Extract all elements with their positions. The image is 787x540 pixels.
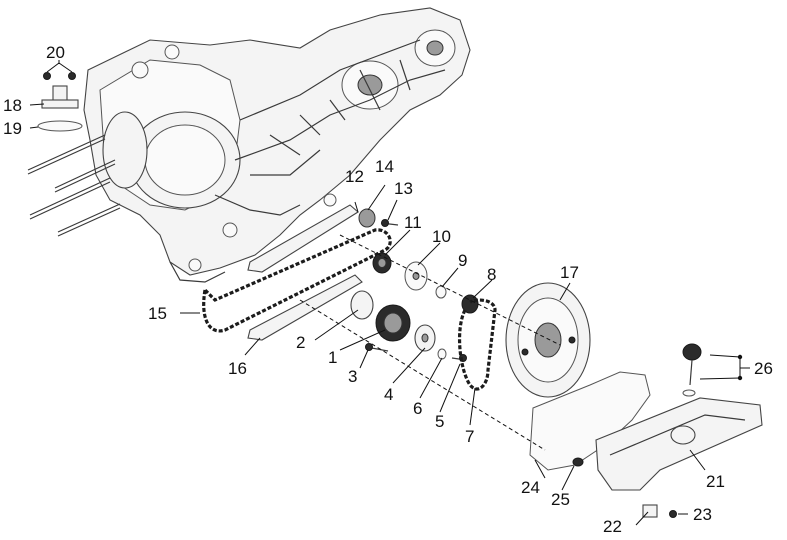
callout-2: 2 bbox=[296, 333, 305, 352]
callout-17: 17 bbox=[560, 263, 579, 282]
callout-5: 5 bbox=[435, 412, 444, 431]
part-11-sprocket bbox=[372, 252, 392, 274]
part-20-screws bbox=[43, 62, 76, 80]
part-25-dowel bbox=[572, 457, 584, 467]
callout-labels: 1 2 3 4 5 6 7 8 9 10 11 12 13 14 15 16 1… bbox=[3, 43, 773, 536]
part-3-bolt bbox=[365, 343, 389, 352]
part-4-gear bbox=[414, 324, 436, 352]
callout-15: 15 bbox=[148, 304, 167, 323]
part-16-chain-guide bbox=[247, 274, 363, 341]
callout-14: 14 bbox=[375, 157, 394, 176]
part-1-oil-pump bbox=[375, 304, 411, 342]
part-26-dipstick bbox=[682, 343, 702, 397]
callout-21: 21 bbox=[706, 472, 725, 491]
callout-23: 23 bbox=[693, 505, 712, 524]
part-21-oil-sump bbox=[595, 397, 763, 491]
callout-3: 3 bbox=[348, 367, 357, 386]
part-23-screw bbox=[669, 510, 677, 518]
part-24-gasket bbox=[529, 371, 651, 471]
callout-22: 22 bbox=[603, 517, 622, 536]
callout-12: 12 bbox=[345, 167, 364, 186]
assembly-axis-lines bbox=[299, 234, 561, 451]
callout-11: 11 bbox=[404, 213, 422, 232]
callout-6: 6 bbox=[413, 399, 422, 418]
crankcase-housing bbox=[83, 7, 471, 283]
part-9-ring bbox=[435, 285, 447, 299]
part-6-washer bbox=[437, 348, 447, 360]
callout-16: 16 bbox=[228, 359, 247, 378]
callout-8: 8 bbox=[487, 265, 496, 284]
part-10-plate bbox=[404, 261, 428, 291]
cylinder-studs bbox=[27, 134, 121, 237]
leader-lines bbox=[58, 60, 750, 526]
callout-24: 24 bbox=[521, 478, 540, 497]
callout-13: 13 bbox=[394, 179, 413, 198]
callout-4: 4 bbox=[384, 385, 393, 404]
callout-9: 9 bbox=[458, 251, 467, 270]
part-17-cover-plate bbox=[505, 282, 591, 398]
part-5-bolt bbox=[451, 354, 467, 362]
part-15-timing-chain bbox=[202, 228, 392, 333]
callout-26: 26 bbox=[754, 359, 773, 378]
part-19-gasket bbox=[37, 120, 83, 132]
part-2-cover bbox=[350, 290, 374, 320]
callout-25: 25 bbox=[551, 490, 570, 509]
callout-1: 1 bbox=[328, 348, 337, 367]
callout-20: 20 bbox=[46, 43, 65, 62]
callout-18: 18 bbox=[3, 96, 22, 115]
callout-10: 10 bbox=[432, 227, 451, 246]
part-13-bolt bbox=[380, 219, 399, 227]
part-12-chain-guide bbox=[247, 204, 359, 273]
callout-19: 19 bbox=[3, 119, 22, 138]
part-18-tensioner bbox=[41, 85, 79, 109]
part-14-sprocket bbox=[358, 208, 376, 228]
part-7-pump-chain bbox=[458, 298, 497, 391]
callout-7: 7 bbox=[465, 427, 474, 446]
